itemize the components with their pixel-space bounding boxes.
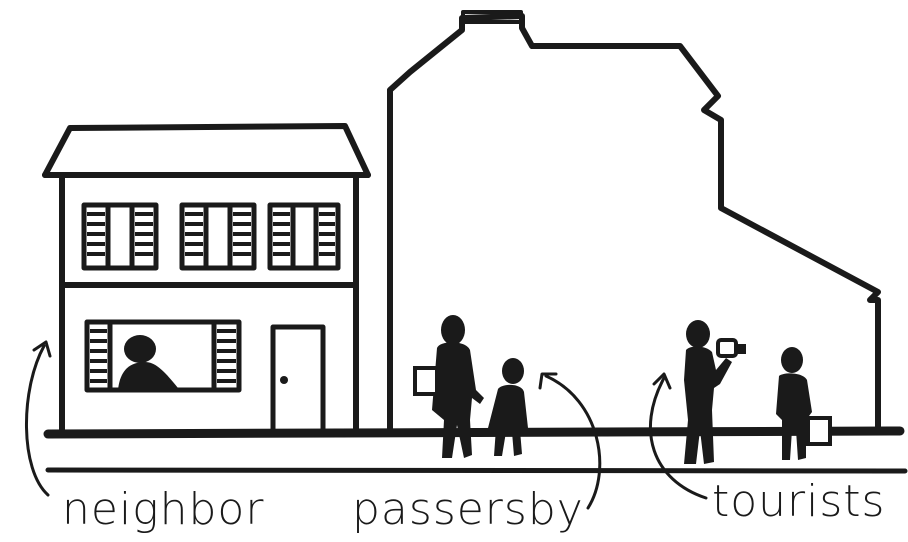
tourist-camera-figure	[684, 320, 746, 464]
sidewalk-line	[43, 426, 905, 439]
right-building-outline	[387, 13, 881, 435]
neighbor-arrow-head	[32, 340, 52, 358]
front-door	[270, 324, 326, 435]
tourists-label: tourists	[712, 476, 886, 527]
upper-window-1	[81, 202, 159, 271]
left-house-roof	[42, 123, 371, 178]
passersby-arrow-head	[538, 372, 558, 390]
neighbor-label: neighbor	[62, 484, 265, 535]
upper-window-3	[267, 202, 341, 271]
window-shutter-slats	[87, 212, 335, 383]
passersby-label: passersby	[352, 484, 584, 535]
tourists-arrow	[648, 376, 708, 500]
passersby-arrow	[544, 374, 602, 510]
door-knob	[280, 376, 288, 384]
passerby-child-figure	[488, 358, 528, 456]
passerby-adult-figure	[413, 315, 484, 458]
upper-window-2	[179, 202, 257, 271]
chimney	[461, 10, 523, 24]
street-line	[45, 467, 908, 474]
left-house	[42, 123, 371, 435]
tourist-bag-figure	[776, 347, 832, 460]
neighbor-arrow	[25, 344, 50, 497]
neighbor-figure	[118, 335, 178, 390]
tourists-arrow-head	[652, 372, 672, 390]
